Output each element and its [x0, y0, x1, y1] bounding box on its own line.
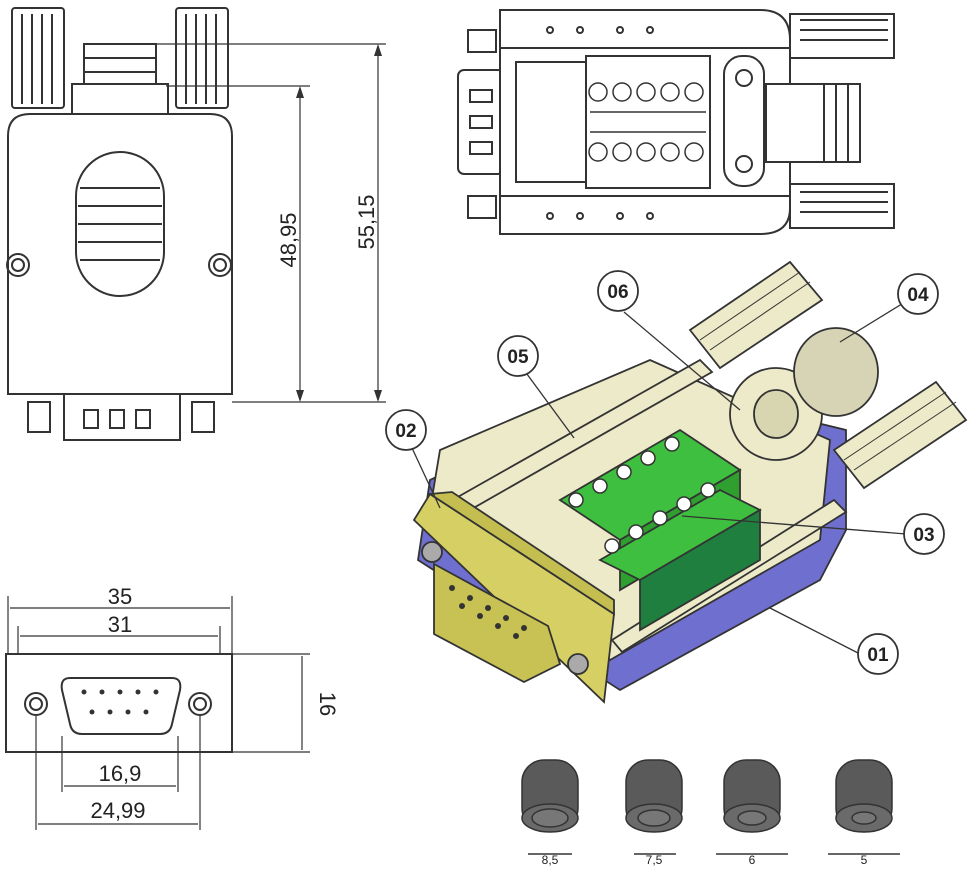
dim-height-outer: 55,15: [354, 194, 379, 249]
dim-front-height: 16: [315, 692, 340, 716]
grommet-6: [716, 759, 788, 855]
front-view: [5, 596, 310, 830]
callout-01-label: 01: [867, 645, 889, 666]
grommet-label-5: 5: [861, 853, 868, 867]
dim-screw-spacing: 24,99: [90, 798, 145, 823]
grommet-label-6: 6: [749, 853, 756, 867]
callout-01: 01: [857, 633, 899, 675]
callout-06: 06: [597, 270, 639, 312]
callout-03: 03: [903, 513, 945, 555]
grommet-5: [828, 759, 900, 855]
callout-04: 04: [897, 273, 939, 315]
grommet-label-8-5: 8,5: [542, 853, 559, 867]
callout-05: 05: [497, 335, 539, 377]
callout-06-label: 06: [607, 282, 628, 303]
grommet-8-5: [521, 759, 579, 855]
callout-02-label: 02: [395, 421, 416, 442]
leader-lines: [411, 293, 919, 655]
dim-width-inner: 31: [108, 612, 132, 637]
dim-height-inner: 48,95: [276, 212, 301, 267]
dim-shell-width: 16,9: [99, 761, 142, 786]
isometric-view: [412, 260, 968, 704]
callout-02: 02: [385, 409, 427, 451]
dim-width-outer: 35: [108, 584, 132, 609]
grommet-7-5: [625, 759, 683, 855]
top-view: [457, 9, 895, 235]
callout-05-label: 05: [507, 347, 529, 368]
callout-03-label: 03: [913, 525, 934, 546]
callout-04-label: 04: [907, 285, 929, 306]
grommet-label-7-5: 7,5: [646, 853, 663, 867]
side-view: [6, 7, 386, 441]
